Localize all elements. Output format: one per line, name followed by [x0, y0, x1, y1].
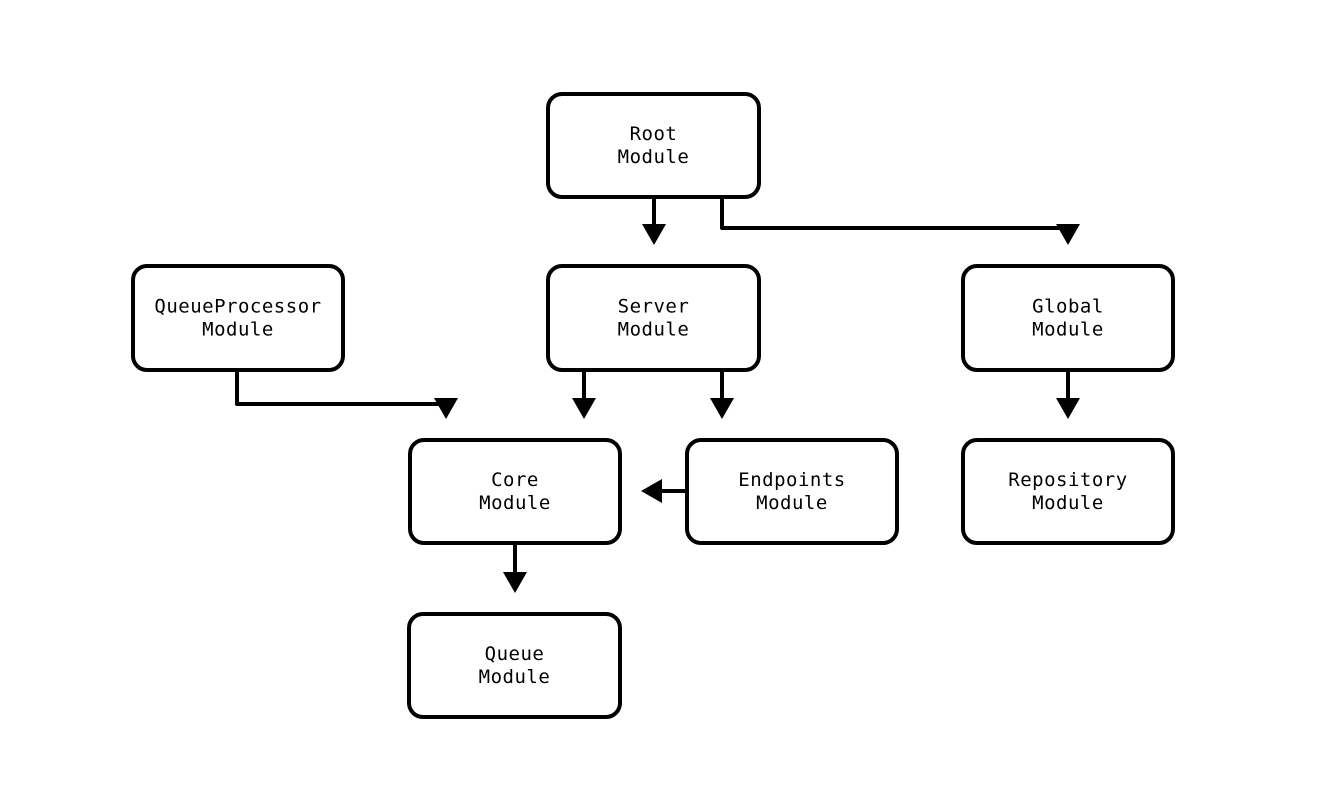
node-box[interactable] [685, 438, 899, 545]
node-label-primary: Root [630, 123, 678, 145]
node-label-secondary: Module [756, 492, 828, 514]
node-label-secondary: Module [618, 319, 690, 341]
node-label-primary: Global [1032, 296, 1104, 318]
arrowhead [1056, 224, 1080, 245]
arrowhead [572, 398, 596, 419]
node-label-secondary: Module [479, 492, 551, 514]
node-label-primary: Core [491, 469, 539, 491]
node-label-primary: QueueProcessor [154, 296, 321, 318]
node-label-secondary: Module [618, 146, 690, 168]
edge-root-to-server [642, 197, 666, 245]
node-label-secondary: Module [202, 319, 274, 341]
node-box[interactable] [961, 438, 1175, 545]
edge-queueprocessor-to-core [235, 370, 458, 419]
node-box[interactable] [546, 92, 761, 199]
edge-global-to-repository [1056, 370, 1080, 419]
arrowhead [641, 479, 662, 503]
node-label-primary: Server [618, 296, 690, 318]
node-label-primary: Queue [485, 643, 545, 665]
edge-core-to-queue [503, 543, 527, 593]
node-label-secondary: Module [1032, 492, 1104, 514]
arrowhead [642, 224, 666, 245]
edge-server-to-core [572, 370, 596, 419]
edge-endpoints-to-core [641, 479, 687, 503]
node-box[interactable] [131, 264, 345, 372]
nodes-layer: RootModuleQueueProcessorModuleServerModu… [131, 92, 1175, 719]
node-box[interactable] [408, 438, 622, 545]
arrowhead [1056, 398, 1080, 419]
arrowhead [434, 398, 458, 419]
edge-server-to-endpoints [710, 370, 734, 419]
arrowhead [503, 572, 527, 593]
node-label-secondary: Module [1032, 319, 1104, 341]
node-label-primary: Repository [1008, 469, 1127, 491]
node-label-secondary: Module [479, 666, 551, 688]
edge-line [235, 370, 448, 406]
node-box[interactable] [407, 612, 622, 719]
arrowhead [710, 398, 734, 419]
node-label-primary: Endpoints [738, 469, 845, 491]
node-box[interactable] [546, 264, 761, 372]
edge-line [720, 197, 1070, 230]
edges-layer [235, 197, 1080, 593]
node-box[interactable] [961, 264, 1175, 372]
edge-root-to-global [720, 197, 1080, 245]
